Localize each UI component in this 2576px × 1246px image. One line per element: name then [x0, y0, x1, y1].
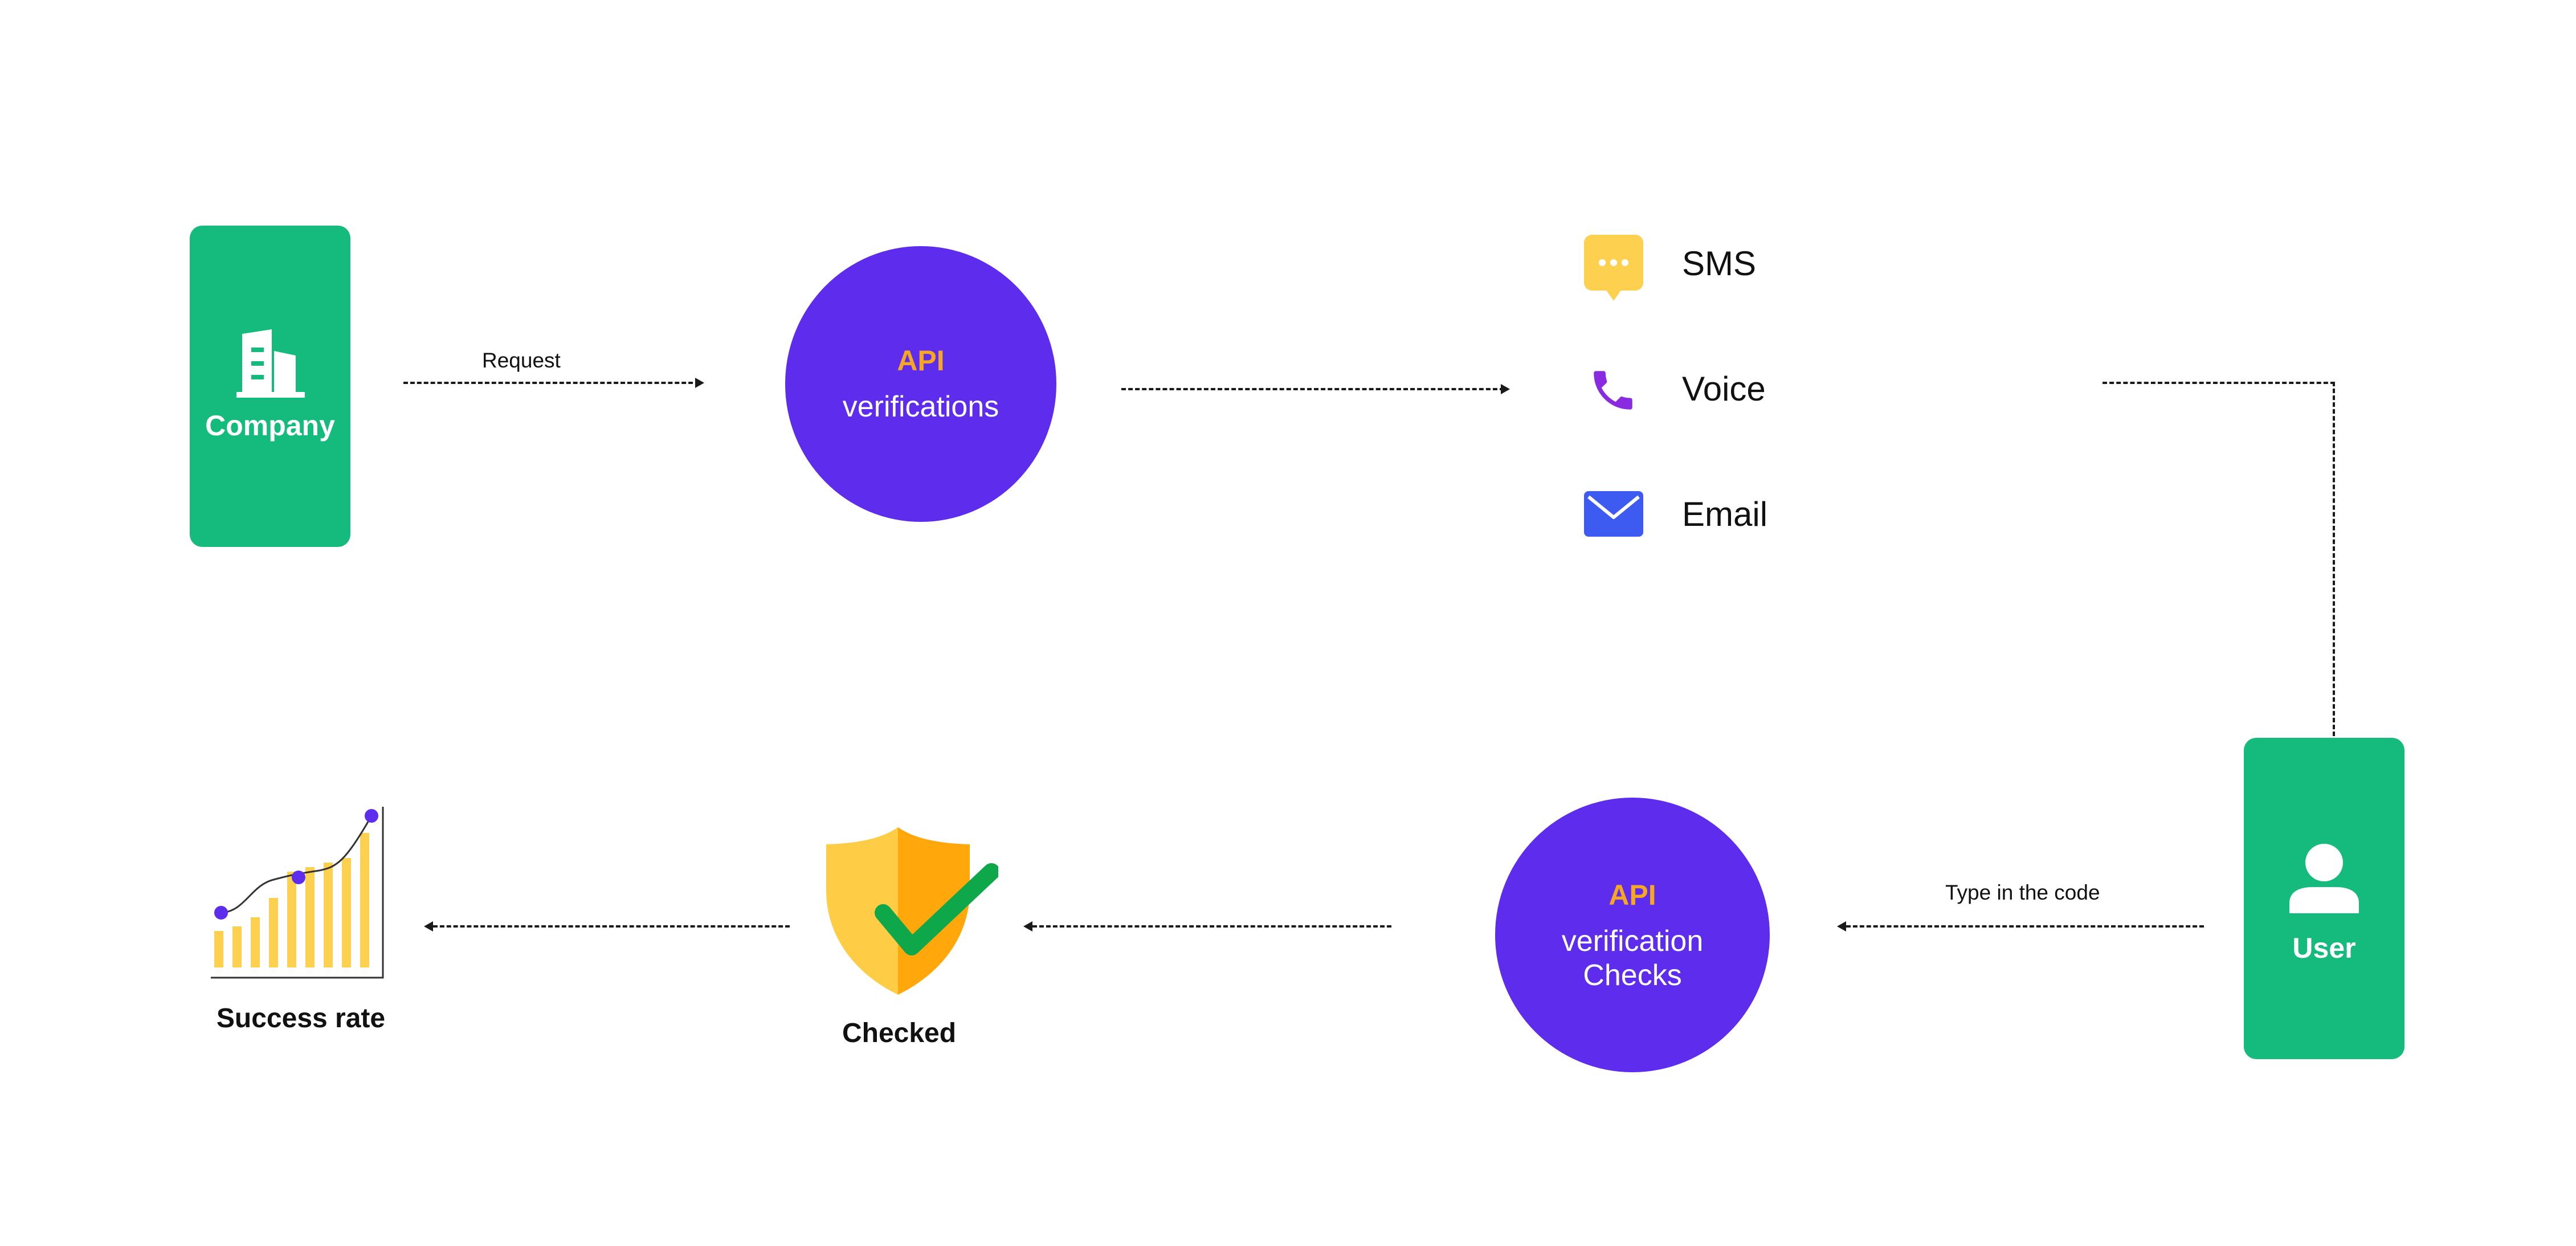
channel-voice: Voice	[1682, 370, 1766, 408]
api-verifications-circle: API verifications	[785, 246, 1056, 522]
channel-sms: SMS	[1682, 244, 1757, 283]
api-checks-line2: Checks	[1583, 959, 1682, 992]
chat-bubble-icon	[1584, 235, 1643, 301]
phone-icon	[1594, 371, 1632, 410]
api-checks-circle: API verification Checks	[1495, 798, 1770, 1072]
user-connector-vertical	[2333, 382, 2335, 736]
request-arrow-line	[403, 382, 700, 384]
checked-label: Checked	[842, 1018, 957, 1048]
type-code-arrow-head	[1837, 921, 1846, 932]
api-checks-api-label: API	[1609, 879, 1656, 911]
api-label: API	[897, 345, 945, 377]
company-label: Company	[205, 410, 335, 442]
shield-check-icon	[826, 827, 998, 995]
verifications-label: verifications	[842, 390, 999, 423]
success-arrow-head	[424, 921, 433, 932]
checked-arrow-line	[1032, 925, 1391, 928]
channels-arrow-head	[1501, 384, 1510, 394]
checked-arrow-head	[1023, 921, 1032, 932]
channel-email: Email	[1682, 495, 1768, 533]
type-code-label: Type in the code	[1945, 881, 2100, 904]
success-arrow-line	[433, 925, 790, 928]
company-card: Company	[190, 226, 350, 547]
person-icon	[2289, 844, 2359, 913]
user-label: User	[2292, 932, 2356, 964]
user-card: User	[2244, 738, 2404, 1059]
building-icon	[236, 329, 305, 398]
channels-arrow-line	[1121, 388, 1504, 390]
request-label: Request	[482, 349, 561, 372]
growth-chart-icon	[211, 807, 384, 979]
success-rate-label: Success rate	[216, 1003, 386, 1033]
type-code-arrow-line	[1846, 925, 2204, 928]
api-checks-line1: verification	[1561, 925, 1704, 958]
envelope-icon	[1584, 491, 1643, 537]
user-connector-horizontal	[2103, 382, 2335, 384]
request-arrow-head	[695, 378, 704, 388]
